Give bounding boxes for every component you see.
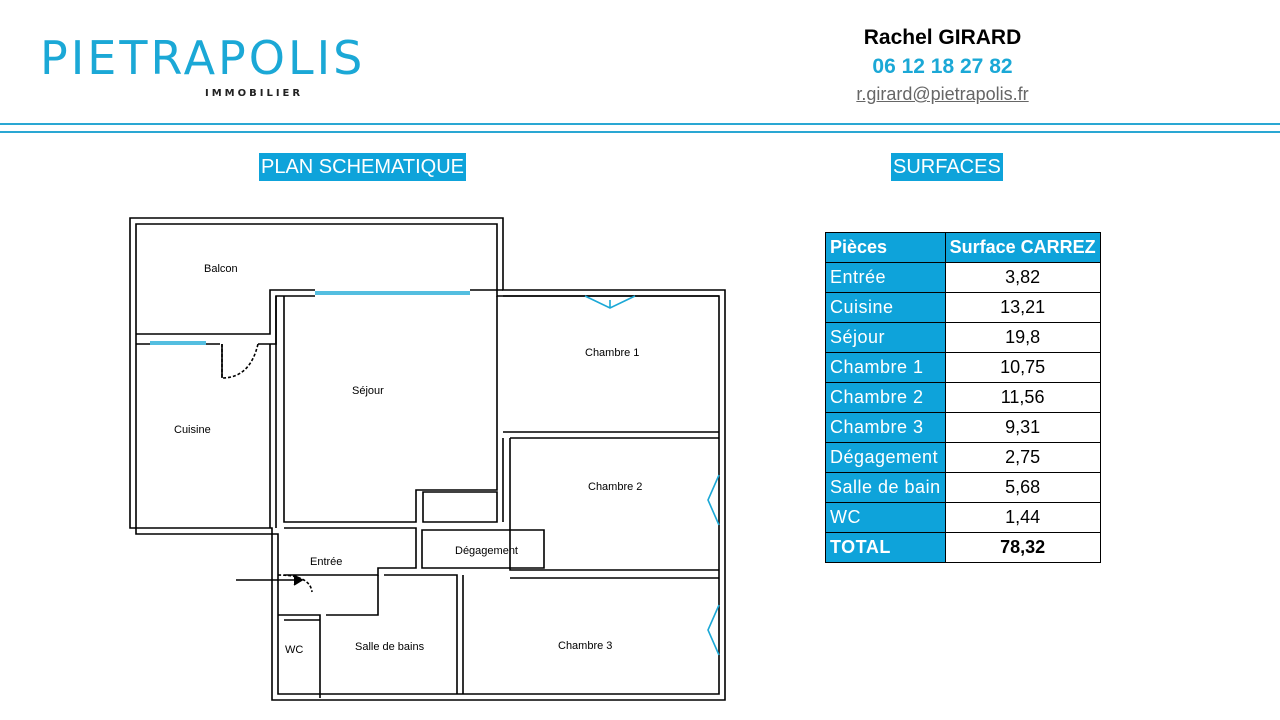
room-label-chambre2: Chambre 2 bbox=[588, 481, 642, 493]
room-label-salle-de-bains: Salle de bains bbox=[355, 641, 425, 653]
table-header-row: Pièces Surface CARREZ bbox=[825, 232, 1101, 263]
room-label-cuisine: Cuisine bbox=[174, 424, 211, 436]
contact-block: Rachel GIRARD 06 12 18 27 82 r.girard@pi… bbox=[800, 24, 1085, 106]
total-label: TOTAL bbox=[825, 532, 946, 563]
contact-name: Rachel GIRARD bbox=[863, 26, 1022, 49]
surfaces-title: SURFACES bbox=[891, 153, 1003, 181]
surface-value-cell: 5,68 bbox=[944, 472, 1101, 503]
surface-value-cell: 19,8 bbox=[944, 322, 1101, 353]
surface-value-cell: 13,21 bbox=[944, 292, 1101, 323]
room-label-degagement: Dégagement bbox=[455, 545, 518, 557]
room-name-cell: Chambre 3 bbox=[825, 412, 946, 443]
room-name-cell: Chambre 1 bbox=[825, 352, 946, 383]
room-label-sejour: Séjour bbox=[352, 385, 384, 397]
surface-value-cell: 3,82 bbox=[944, 262, 1101, 293]
contact-phone: 06 12 18 27 82 bbox=[872, 55, 1013, 78]
room-label-wc: WC bbox=[285, 644, 303, 656]
room-name-cell: Salle de bain bbox=[825, 472, 946, 503]
plan-title: PLAN SCHEMATIQUE bbox=[259, 153, 466, 181]
surface-value-cell: 10,75 bbox=[944, 352, 1101, 383]
header-rule-top bbox=[0, 123, 1280, 125]
surface-value-cell: 11,56 bbox=[944, 382, 1101, 413]
room-label-chambre3: Chambre 3 bbox=[558, 640, 612, 652]
floor-plan: Balcon Cuisine Séjour Chambre 1 Chambre … bbox=[129, 217, 726, 701]
room-name-cell: WC bbox=[825, 502, 946, 533]
table-total-row: TOTAL 78,32 bbox=[825, 532, 1101, 563]
room-name-cell: Chambre 2 bbox=[825, 382, 946, 413]
surface-value-cell: 9,31 bbox=[944, 412, 1101, 443]
surface-value-cell: 1,44 bbox=[944, 502, 1101, 533]
brand-name: PIETRAPOLIS bbox=[40, 31, 366, 85]
brand-logo: PIETRAPOLIS IMMOBILIER bbox=[40, 30, 362, 105]
brand-subtitle: IMMOBILIER bbox=[205, 88, 304, 99]
room-name-cell: Séjour bbox=[825, 322, 946, 353]
total-value: 78,32 bbox=[944, 532, 1101, 563]
contact-email-link[interactable]: r.girard@pietrapolis.fr bbox=[856, 84, 1029, 104]
header-rooms: Pièces bbox=[825, 232, 946, 263]
surface-value-cell: 2,75 bbox=[944, 442, 1101, 473]
room-label-entree: Entrée bbox=[310, 556, 342, 568]
header-rule-bottom bbox=[0, 131, 1280, 133]
room-name-cell: Dégagement bbox=[825, 442, 946, 473]
room-name-cell: Cuisine bbox=[825, 292, 946, 323]
room-name-cell: Entrée bbox=[825, 262, 946, 293]
room-label-chambre1: Chambre 1 bbox=[585, 347, 639, 359]
room-label-balcon: Balcon bbox=[204, 263, 238, 275]
header-surface: Surface CARREZ bbox=[944, 232, 1101, 263]
